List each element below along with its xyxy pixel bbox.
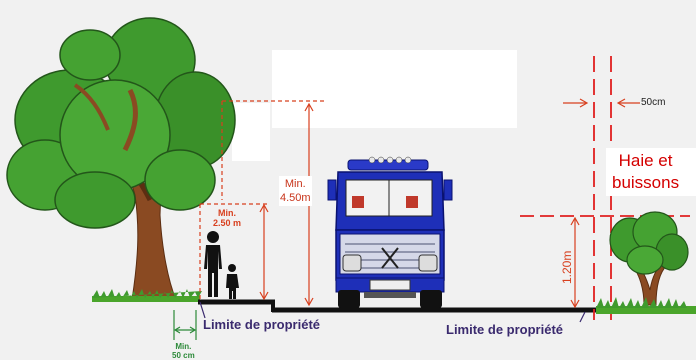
grass-icon [596,297,696,314]
setback-label: Min. 50 cm [172,342,195,360]
min-250-label: Min. 2.50 m [213,208,242,228]
truck-icon [327,156,453,308]
limit-right-pointer [579,311,586,323]
grass-icon [92,289,202,302]
hedge-label-panel [606,148,696,196]
panel-left [232,103,270,161]
property-limit-left: Limite de propriété [203,317,321,332]
shrub-icon [609,211,689,306]
hedge-label: Haie et buissons [612,151,680,192]
dim-250 [199,203,269,301]
limit-left-pointer [199,301,206,319]
dim-120m-label: 1.20m [560,250,574,284]
property-limit-right: Limite de propriété [446,322,564,337]
min-450-label: Min. 4.50m [279,176,312,206]
setback-dim [173,310,197,340]
tree-icon [6,17,236,301]
pedestrian-icon [204,231,239,299]
dim-50cm-label: 50cm [641,97,666,108]
sign-panel [272,50,517,128]
